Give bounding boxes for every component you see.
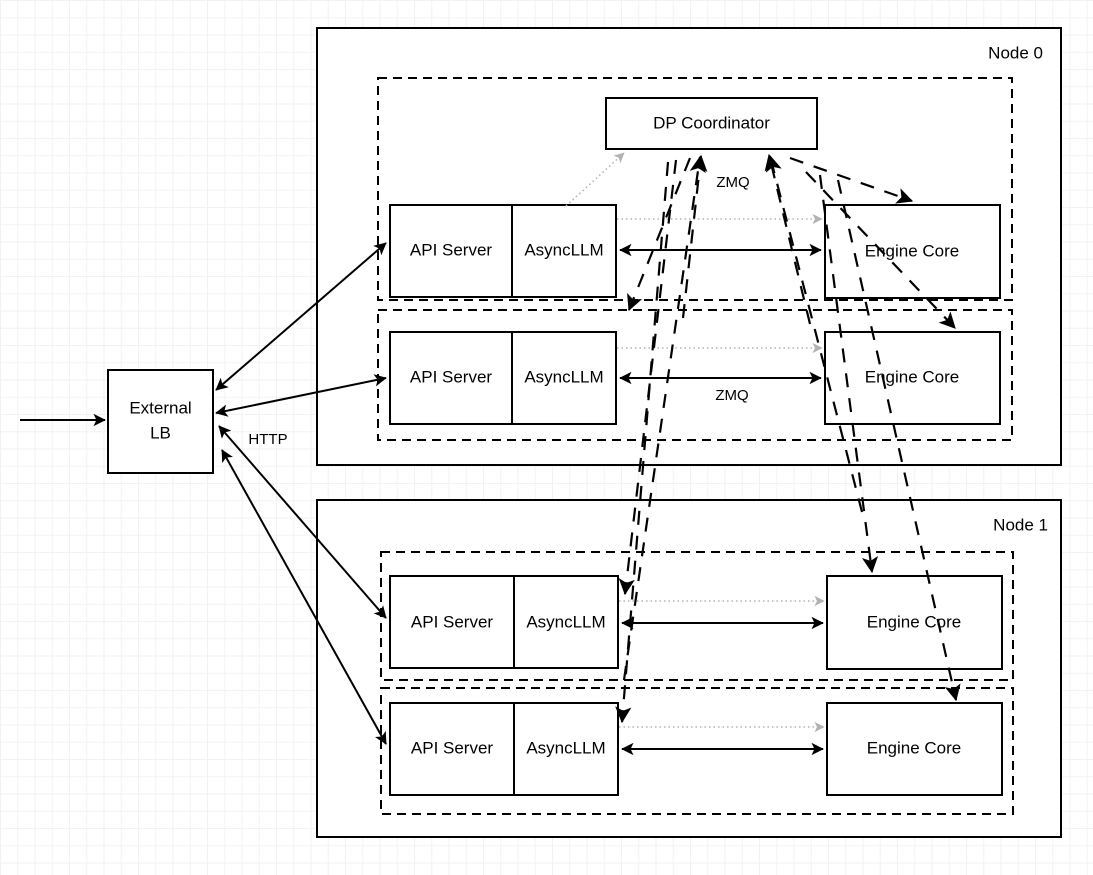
external-lb[interactable]: External LB xyxy=(107,369,214,474)
engine-core-box[interactable] xyxy=(824,331,1001,425)
engine-core-label: Engine Core xyxy=(865,241,960,260)
api-server-asyncllm-box[interactable] xyxy=(389,702,619,796)
dp-coordinator-box[interactable] xyxy=(605,97,818,150)
coordinator-in-arrow-b xyxy=(622,155,706,681)
api-server-unit[interactable]: API Server AsyncLLM xyxy=(389,331,617,425)
engine-core-label: Engine Core xyxy=(867,612,962,631)
api-server-unit[interactable]: API Server AsyncLLM xyxy=(389,702,619,796)
api-server-label: API Server xyxy=(410,240,493,259)
lb-api-link-n1-g1 xyxy=(221,449,387,745)
dp-rank-group-boundary xyxy=(377,77,1013,301)
external-lb-label-line2: LB xyxy=(150,423,171,442)
engine-core-box[interactable] xyxy=(826,702,1003,796)
coordinator-dashed-links xyxy=(615,153,961,724)
api-server-asyncllm-box[interactable] xyxy=(389,204,617,298)
engine-core-unit[interactable]: Engine Core xyxy=(826,575,1003,670)
lb-api-link-n0-g0 xyxy=(215,242,387,391)
api-server-asyncllm-box[interactable] xyxy=(389,331,617,425)
external-lb-box[interactable] xyxy=(107,369,214,474)
api-server-label: API Server xyxy=(410,367,493,386)
node-0-group-1: API Server AsyncLLM Engine Core ZMQ xyxy=(377,309,1013,441)
api-server-label: API Server xyxy=(411,738,494,757)
api-server-asyncllm-box[interactable] xyxy=(389,575,619,669)
dp-coordinator-label: DP Coordinator xyxy=(653,113,770,132)
asyncllm-label: AsyncLLM xyxy=(524,240,603,259)
asyncllm-label: AsyncLLM xyxy=(526,612,605,631)
api-server-label: API Server xyxy=(411,612,494,631)
coordinator-in-arrow-a xyxy=(681,154,708,319)
coordinator-out-arrow-asyncllm-n0g1 xyxy=(627,157,692,312)
coordinator-out-arrow-n0g0 xyxy=(789,156,914,204)
zmq-label-coordinator: ZMQ xyxy=(716,174,749,191)
engine-core-unit[interactable]: Engine Core xyxy=(826,702,1003,796)
coordinator-out-arrow-n1g0 xyxy=(818,174,879,574)
asyncllm-label: AsyncLLM xyxy=(526,738,605,757)
engine-core-box[interactable] xyxy=(826,575,1003,670)
lb-to-api-links xyxy=(215,242,387,745)
coordinator-out-arrow-n1g1 xyxy=(836,179,961,702)
node-1-label: Node 1 xyxy=(993,515,1048,534)
external-lb-label-line1: External xyxy=(129,398,191,417)
coordinator-in-arrow-c xyxy=(764,153,812,325)
node-1-group-0: API Server AsyncLLM Engine Core xyxy=(380,551,1014,681)
dp-rank-group-boundary xyxy=(380,687,1014,815)
http-label: HTTP xyxy=(248,431,287,448)
node-0-label: Node 0 xyxy=(988,43,1043,62)
coordinator-out-arrow-asyncllm-n1g1 xyxy=(615,161,670,724)
engine-core-label: Engine Core xyxy=(867,738,962,757)
node-1-group-1: API Server AsyncLLM Engine Core xyxy=(380,687,1014,815)
engine-core-unit[interactable]: Engine Core xyxy=(824,331,1001,425)
api-server-unit[interactable]: API Server AsyncLLM xyxy=(389,204,617,298)
coordinator-in-arrow-d xyxy=(765,154,864,513)
coordinator-out-arrow-n0g1 xyxy=(805,171,956,329)
lb-api-link-n0-g1 xyxy=(215,374,387,417)
asyncllm-label: AsyncLLM xyxy=(524,367,603,386)
node-0-group-0: API Server AsyncLLM Engine Core xyxy=(377,77,1013,301)
zmq-label: ZMQ xyxy=(715,387,748,404)
api-server-unit[interactable]: API Server AsyncLLM xyxy=(389,575,619,669)
engine-core-label: Engine Core xyxy=(865,367,960,386)
dp-coordinator[interactable]: DP Coordinator xyxy=(605,97,818,150)
